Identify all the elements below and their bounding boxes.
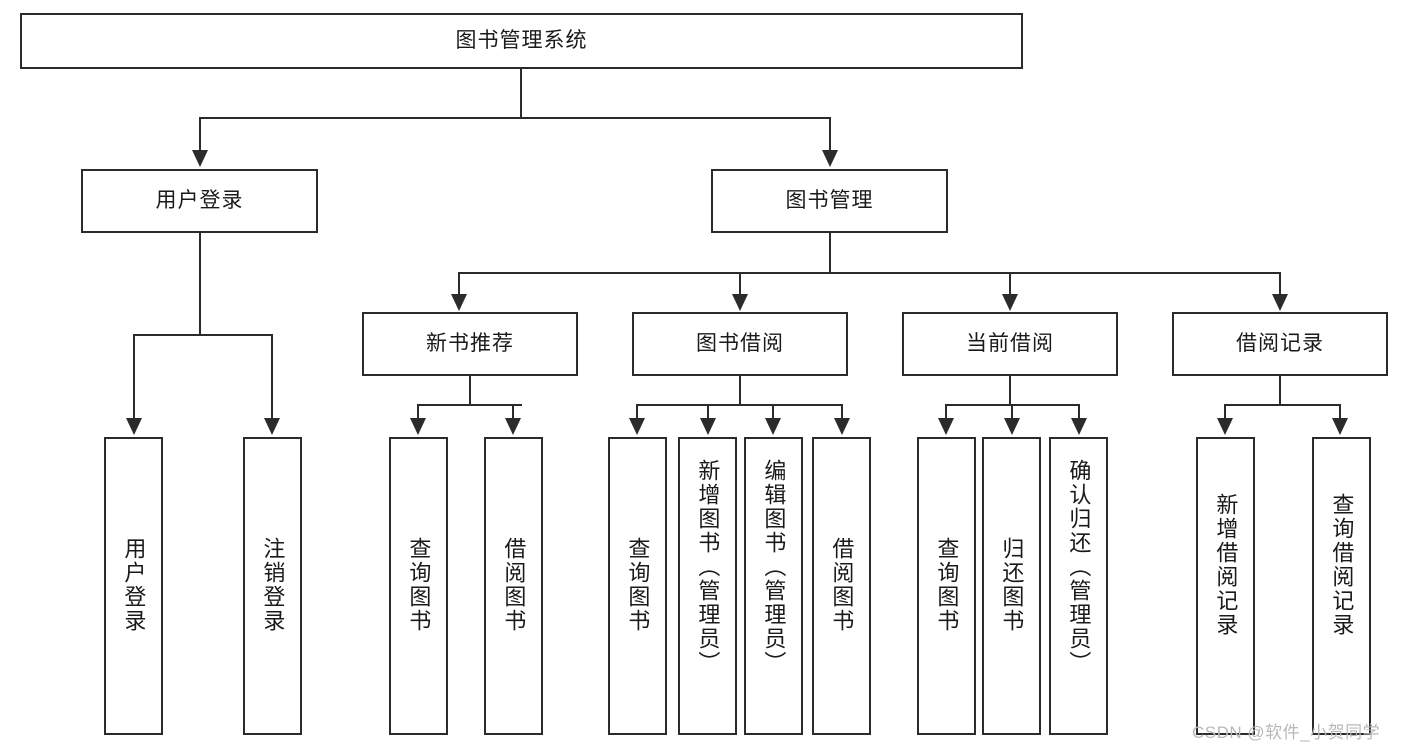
arrowhead-bb-leaf-2: [700, 418, 716, 435]
connector-bm-to-book-borrow: [739, 272, 741, 296]
node-new-book-recommend[interactable]: 新书推荐: [362, 312, 578, 376]
node-label: 借阅记录: [1236, 332, 1324, 356]
connector-new-book-bar: [417, 404, 522, 406]
node-label: 借阅图书: [501, 537, 527, 633]
node-label: 新书推荐: [426, 332, 514, 356]
connector-book-borrow-bar: [636, 404, 842, 406]
connector-user-login-to-leaf-1: [133, 334, 135, 420]
arrowhead-bm-to-borrow-record: [1272, 294, 1288, 311]
connector-root-bar: [199, 117, 831, 119]
node-leaf-return-book[interactable]: 归还图书: [982, 437, 1041, 735]
node-label: 归还图书: [999, 537, 1025, 633]
connector-book-management-trunk: [829, 233, 831, 273]
node-label: 新增图书（管理员）: [695, 459, 721, 675]
arrowhead-new-book-leaf-1: [410, 418, 426, 435]
arrowhead-root-to-user-login: [192, 150, 208, 167]
node-borrow-record[interactable]: 借阅记录: [1172, 312, 1388, 376]
node-label: 图书借阅: [696, 332, 784, 356]
connector-cb-to-leaf-1: [945, 404, 947, 420]
node-book-borrow[interactable]: 图书借阅: [632, 312, 848, 376]
node-leaf-add-book-admin[interactable]: 新增图书（管理员）: [678, 437, 737, 735]
node-label: 借阅图书: [829, 537, 855, 633]
node-label: 编辑图书（管理员）: [761, 459, 787, 675]
connector-bb-to-leaf-2: [707, 404, 709, 420]
node-label: 图书管理: [785, 189, 874, 213]
arrowhead-bm-to-book-borrow: [732, 294, 748, 311]
connector-br-to-leaf-2: [1339, 404, 1341, 420]
node-user-login[interactable]: 用户登录: [81, 169, 318, 233]
node-leaf-query-borrow-record[interactable]: 查询借阅记录: [1312, 437, 1371, 735]
connector-new-book-trunk: [469, 376, 471, 405]
node-leaf-logout-login[interactable]: 注销登录: [243, 437, 302, 735]
arrowhead-br-leaf-1: [1217, 418, 1233, 435]
connector-book-management-bar: [458, 272, 1280, 274]
connector-root-to-book-management: [829, 117, 831, 152]
arrowhead-user-login-leaf-1: [126, 418, 142, 435]
node-label: 查询图书: [625, 537, 651, 633]
connector-bm-to-current-borrow: [1009, 272, 1011, 296]
node-leaf-confirm-return-admin[interactable]: 确认归还（管理员）: [1049, 437, 1108, 735]
connector-new-book-to-leaf-2: [512, 404, 514, 420]
watermark-text: CSDN @软件_小贺同学: [1192, 723, 1381, 742]
node-label: 图书管理系统: [455, 29, 588, 53]
node-label: 确认归还（管理员）: [1066, 459, 1092, 675]
node-label: 用户登录: [121, 537, 147, 633]
node-book-management[interactable]: 图书管理: [711, 169, 948, 233]
connector-new-book-to-leaf-1: [417, 404, 419, 420]
node-leaf-borrow-book-1[interactable]: 借阅图书: [484, 437, 543, 735]
arrowhead-cb-leaf-3: [1071, 418, 1087, 435]
arrowhead-cb-leaf-2: [1004, 418, 1020, 435]
node-label: 用户登录: [155, 189, 244, 213]
connector-bb-to-leaf-1: [636, 404, 638, 420]
arrowhead-bb-leaf-3: [765, 418, 781, 435]
connector-user-login-trunk: [199, 233, 201, 335]
arrowhead-user-login-leaf-2: [264, 418, 280, 435]
connector-br-to-leaf-1: [1224, 404, 1226, 420]
connector-user-login-bar: [133, 334, 273, 336]
node-root-system[interactable]: 图书管理系统: [20, 13, 1023, 69]
connector-root-trunk: [520, 69, 522, 118]
node-current-borrow[interactable]: 当前借阅: [902, 312, 1118, 376]
connector-current-borrow-trunk: [1009, 376, 1011, 405]
connector-root-to-user-login: [199, 117, 201, 152]
connector-bm-to-borrow-record: [1279, 272, 1281, 296]
node-label: 查询图书: [934, 537, 960, 633]
arrowhead-bm-to-new-book: [451, 294, 467, 311]
connector-cb-to-leaf-3: [1078, 404, 1080, 420]
arrowhead-bm-to-current-borrow: [1002, 294, 1018, 311]
arrowhead-br-leaf-2: [1332, 418, 1348, 435]
node-label: 查询借阅记录: [1329, 493, 1355, 637]
node-leaf-borrow-book-2[interactable]: 借阅图书: [812, 437, 871, 735]
connector-user-login-to-leaf-2: [271, 334, 273, 420]
node-label: 查询图书: [406, 537, 432, 633]
connector-bb-to-leaf-3: [772, 404, 774, 420]
node-leaf-add-borrow-record[interactable]: 新增借阅记录: [1196, 437, 1255, 735]
connector-cb-to-leaf-2: [1011, 404, 1013, 420]
node-label: 当前借阅: [966, 332, 1054, 356]
arrowhead-cb-leaf-1: [938, 418, 954, 435]
connector-bb-to-leaf-4: [841, 404, 843, 420]
node-leaf-user-login[interactable]: 用户登录: [104, 437, 163, 735]
node-label: 注销登录: [260, 537, 286, 633]
connector-book-borrow-trunk: [739, 376, 741, 405]
node-label: 新增借阅记录: [1213, 493, 1239, 637]
node-leaf-query-book-1[interactable]: 查询图书: [389, 437, 448, 735]
connector-bm-to-new-book: [458, 272, 460, 296]
arrowhead-new-book-leaf-2: [505, 418, 521, 435]
connector-borrow-record-trunk: [1279, 376, 1281, 405]
arrowhead-bb-leaf-4: [834, 418, 850, 435]
node-leaf-edit-book-admin[interactable]: 编辑图书（管理员）: [744, 437, 803, 735]
node-leaf-query-book-2[interactable]: 查询图书: [608, 437, 667, 735]
arrowhead-root-to-book-management: [822, 150, 838, 167]
node-leaf-query-book-3[interactable]: 查询图书: [917, 437, 976, 735]
arrowhead-bb-leaf-1: [629, 418, 645, 435]
connector-borrow-record-bar: [1224, 404, 1341, 406]
